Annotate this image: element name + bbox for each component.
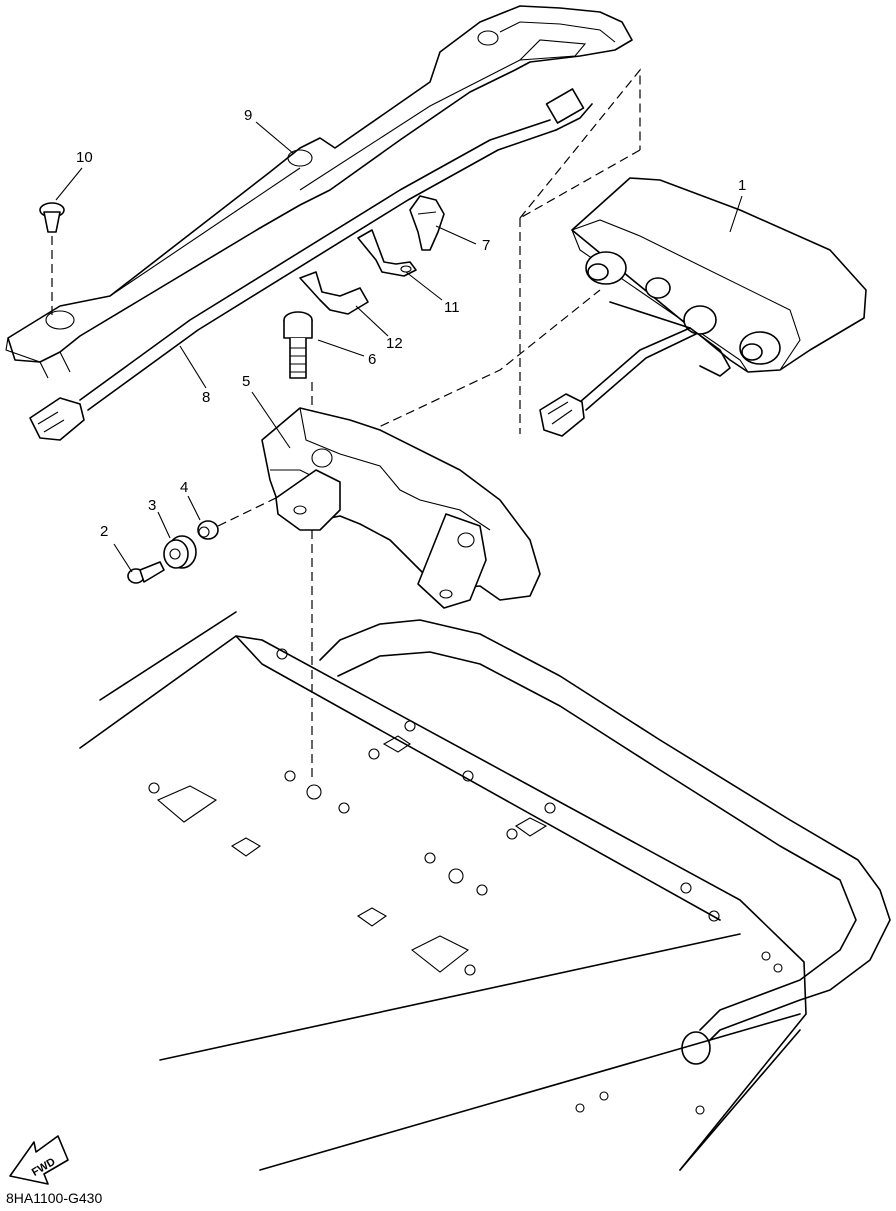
callout-1: 1 <box>738 177 746 194</box>
lamp-group-boundary <box>519 68 641 434</box>
bracket-part-12[interactable] <box>299 271 369 315</box>
cover-strip-part-9[interactable] <box>5 5 633 379</box>
collar-part-4[interactable] <box>197 495 281 540</box>
callout-11: 11 <box>444 299 460 316</box>
callout-6: 6 <box>368 351 376 368</box>
callout-3: 3 <box>148 497 156 514</box>
callout-10: 10 <box>76 149 93 166</box>
callout-8: 8 <box>202 389 210 406</box>
callout-2: 2 <box>100 523 108 540</box>
lamp-assembly-line <box>329 289 601 451</box>
grommet-part-3[interactable] <box>163 535 197 569</box>
fwd-arrow-icon: FWD <box>9 1135 69 1185</box>
cargo-bed-frame <box>79 611 891 1171</box>
callout-7: 7 <box>482 237 490 254</box>
leader-lines <box>55 121 743 573</box>
bracket-part-11[interactable] <box>357 229 417 277</box>
callout-9: 9 <box>244 107 252 124</box>
clamp-part-7[interactable] <box>409 195 445 251</box>
screw-part-2[interactable] <box>127 561 165 584</box>
clip-part-10[interactable] <box>39 202 65 316</box>
bolt-part-6[interactable] <box>283 311 313 420</box>
tail-lamp-part-1[interactable] <box>539 177 867 437</box>
wire-harness-part-8[interactable] <box>29 88 593 441</box>
license-bracket-part-5[interactable] <box>261 407 541 609</box>
diagram-code: 8HA1100-G430 <box>6 1190 103 1206</box>
callout-12: 12 <box>386 335 403 352</box>
callout-4: 4 <box>180 479 188 496</box>
callout-5: 5 <box>242 373 250 390</box>
